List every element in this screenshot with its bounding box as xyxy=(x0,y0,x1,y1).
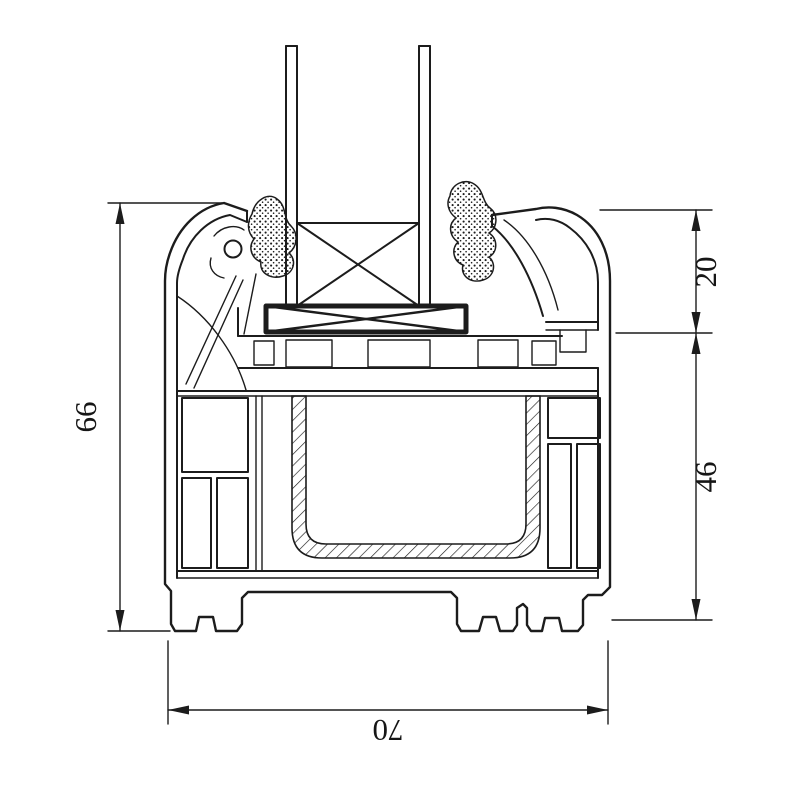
glazing-block-outline xyxy=(263,303,469,335)
arrowhead xyxy=(587,705,608,715)
gasket-right xyxy=(447,180,497,282)
web-diagonal xyxy=(193,279,244,389)
dimension-value-46: 46 xyxy=(688,462,723,493)
web-diagonal xyxy=(185,275,237,385)
packer-block xyxy=(367,339,431,368)
glazing-block-cross xyxy=(264,304,468,334)
frame-inner-contour-left xyxy=(176,214,248,579)
dimension-value-20: 20 xyxy=(688,257,723,288)
clip-hook xyxy=(559,329,587,353)
clip-curve xyxy=(209,257,225,279)
chamber-box xyxy=(576,443,601,569)
frame-inner-contour-right xyxy=(535,217,599,331)
glazing-spacer xyxy=(296,222,420,307)
glass-unit xyxy=(285,45,431,307)
dimension-value-70: 70 xyxy=(373,713,404,748)
screw-channel-circle xyxy=(223,239,243,259)
arrowhead xyxy=(115,610,125,631)
arrowhead xyxy=(691,333,701,354)
dimension-right-20: 20 xyxy=(599,209,723,334)
gasket-left xyxy=(247,195,297,278)
clip-curve xyxy=(213,225,245,237)
chamber-box xyxy=(547,397,601,439)
dimension-value-66: 66 xyxy=(68,402,103,433)
frame-outer-contour xyxy=(163,201,612,633)
dimension-left-66: 66 xyxy=(68,202,223,632)
u-channel-band xyxy=(291,395,541,559)
arrowhead xyxy=(168,705,189,715)
steel-reinforcement-channel xyxy=(291,395,541,559)
chamber-box xyxy=(216,477,249,569)
web-diagonal xyxy=(243,273,257,335)
arrowhead xyxy=(691,312,701,333)
packer-block xyxy=(285,339,333,368)
arrowhead xyxy=(691,599,701,620)
dimension-bottom-70: 70 xyxy=(167,640,609,748)
packer-block xyxy=(477,339,519,368)
frame-profile xyxy=(163,201,612,633)
glazing-block xyxy=(263,303,469,335)
packer-block xyxy=(253,340,275,366)
rebate-slope xyxy=(491,225,544,317)
arrowhead xyxy=(691,210,701,231)
chamber-curve xyxy=(176,295,247,391)
gasket-shape xyxy=(247,195,297,278)
arrowhead xyxy=(115,203,125,224)
dimension-right-46: 46 xyxy=(611,332,723,621)
packer-block xyxy=(531,340,557,366)
chamber-box xyxy=(181,477,212,569)
chamber-box xyxy=(547,443,572,569)
rebate-slope xyxy=(503,219,559,311)
gasket-shape xyxy=(447,180,497,282)
spacer-cross-line xyxy=(296,222,420,307)
chamber-box xyxy=(181,397,249,473)
